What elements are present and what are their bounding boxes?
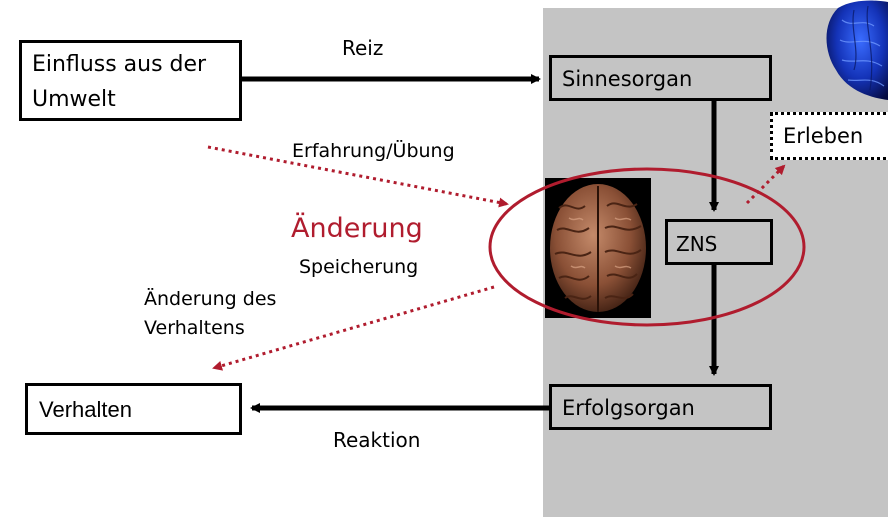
sinnesorgan-box: Sinnesorgan [549,55,772,101]
erleben-text: Erleben [783,124,864,148]
erfolgsorgan-box: Erfolgsorgan [549,384,772,430]
einfluss-line2-text: Umwelt [32,87,116,112]
verhalten-text: Verhalten [39,397,132,422]
verhaltens-label: Verhaltens [144,317,245,339]
zns-text: ZNS [676,232,718,256]
erleben-box: Erleben [770,112,888,160]
erfolgsorgan-text: Erfolgsorgan [562,396,695,420]
einfluss-box: Einfluss aus der Umwelt [19,40,242,121]
aenderung-label: Änderung [291,213,423,244]
blue-brain-icon [818,0,888,100]
reiz-label: Reiz [342,36,384,60]
erfahrung-label: Erfahrung/Übung [292,140,455,162]
zns-box: ZNS [665,219,773,265]
erleben-arrow [745,164,786,205]
reaktion-label: Reaktion [333,428,421,452]
sinnesorgan-text: Sinnesorgan [562,67,693,91]
speicherung-label: Speicherung [299,256,419,278]
aenderung-des-label: Änderung des [144,288,277,310]
aenderung-ellipse [488,167,806,327]
brain-photo-icon [545,178,651,318]
erfahrung-arrow [207,145,509,208]
verhalten-box: Verhalten [25,383,242,435]
einfluss-line1-text: Einfluss aus der [32,52,207,77]
